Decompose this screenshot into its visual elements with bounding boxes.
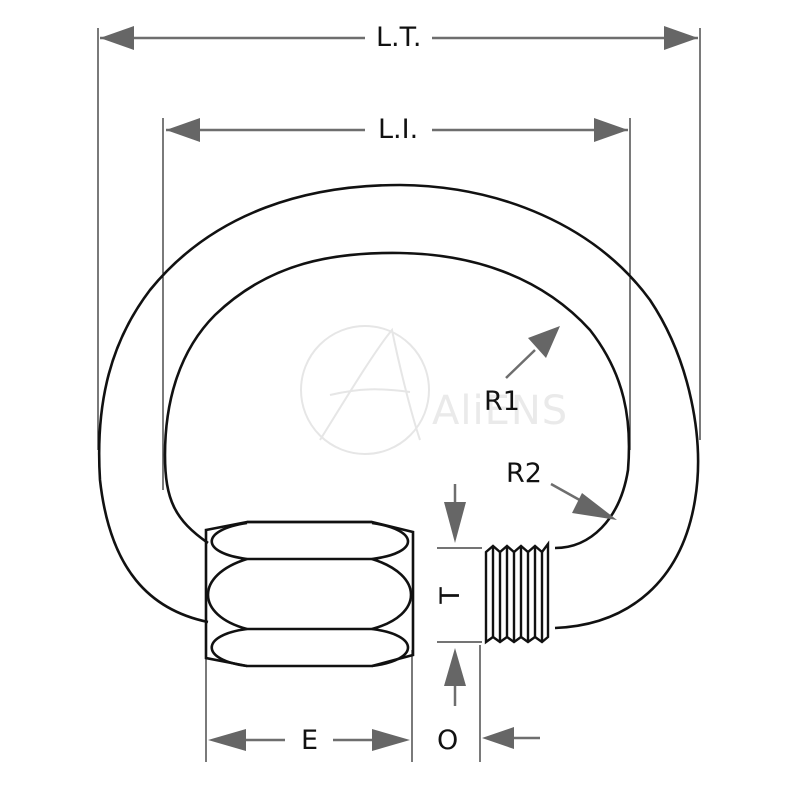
r1-arrow <box>505 326 560 379</box>
t-arrows <box>444 484 466 706</box>
r2-arrow <box>550 482 617 520</box>
label-t: T <box>434 587 466 604</box>
e-arrows <box>208 729 410 751</box>
label-r2: R2 <box>506 458 542 489</box>
watermark-logo <box>300 325 430 455</box>
label-e: E <box>301 725 319 756</box>
dimension-lt <box>100 26 698 50</box>
hex-nut <box>204 520 415 668</box>
extension-lines <box>97 28 701 762</box>
watermark-text: AliENS <box>432 388 569 434</box>
link-body <box>97 183 700 630</box>
threaded-end <box>484 540 550 645</box>
label-o: O <box>437 725 459 756</box>
label-li: L.I. <box>378 114 419 145</box>
label-lt: L.T. <box>376 22 422 53</box>
dimension-li <box>166 118 628 142</box>
o-arrow <box>482 727 540 749</box>
label-r1: R1 <box>484 386 520 417</box>
